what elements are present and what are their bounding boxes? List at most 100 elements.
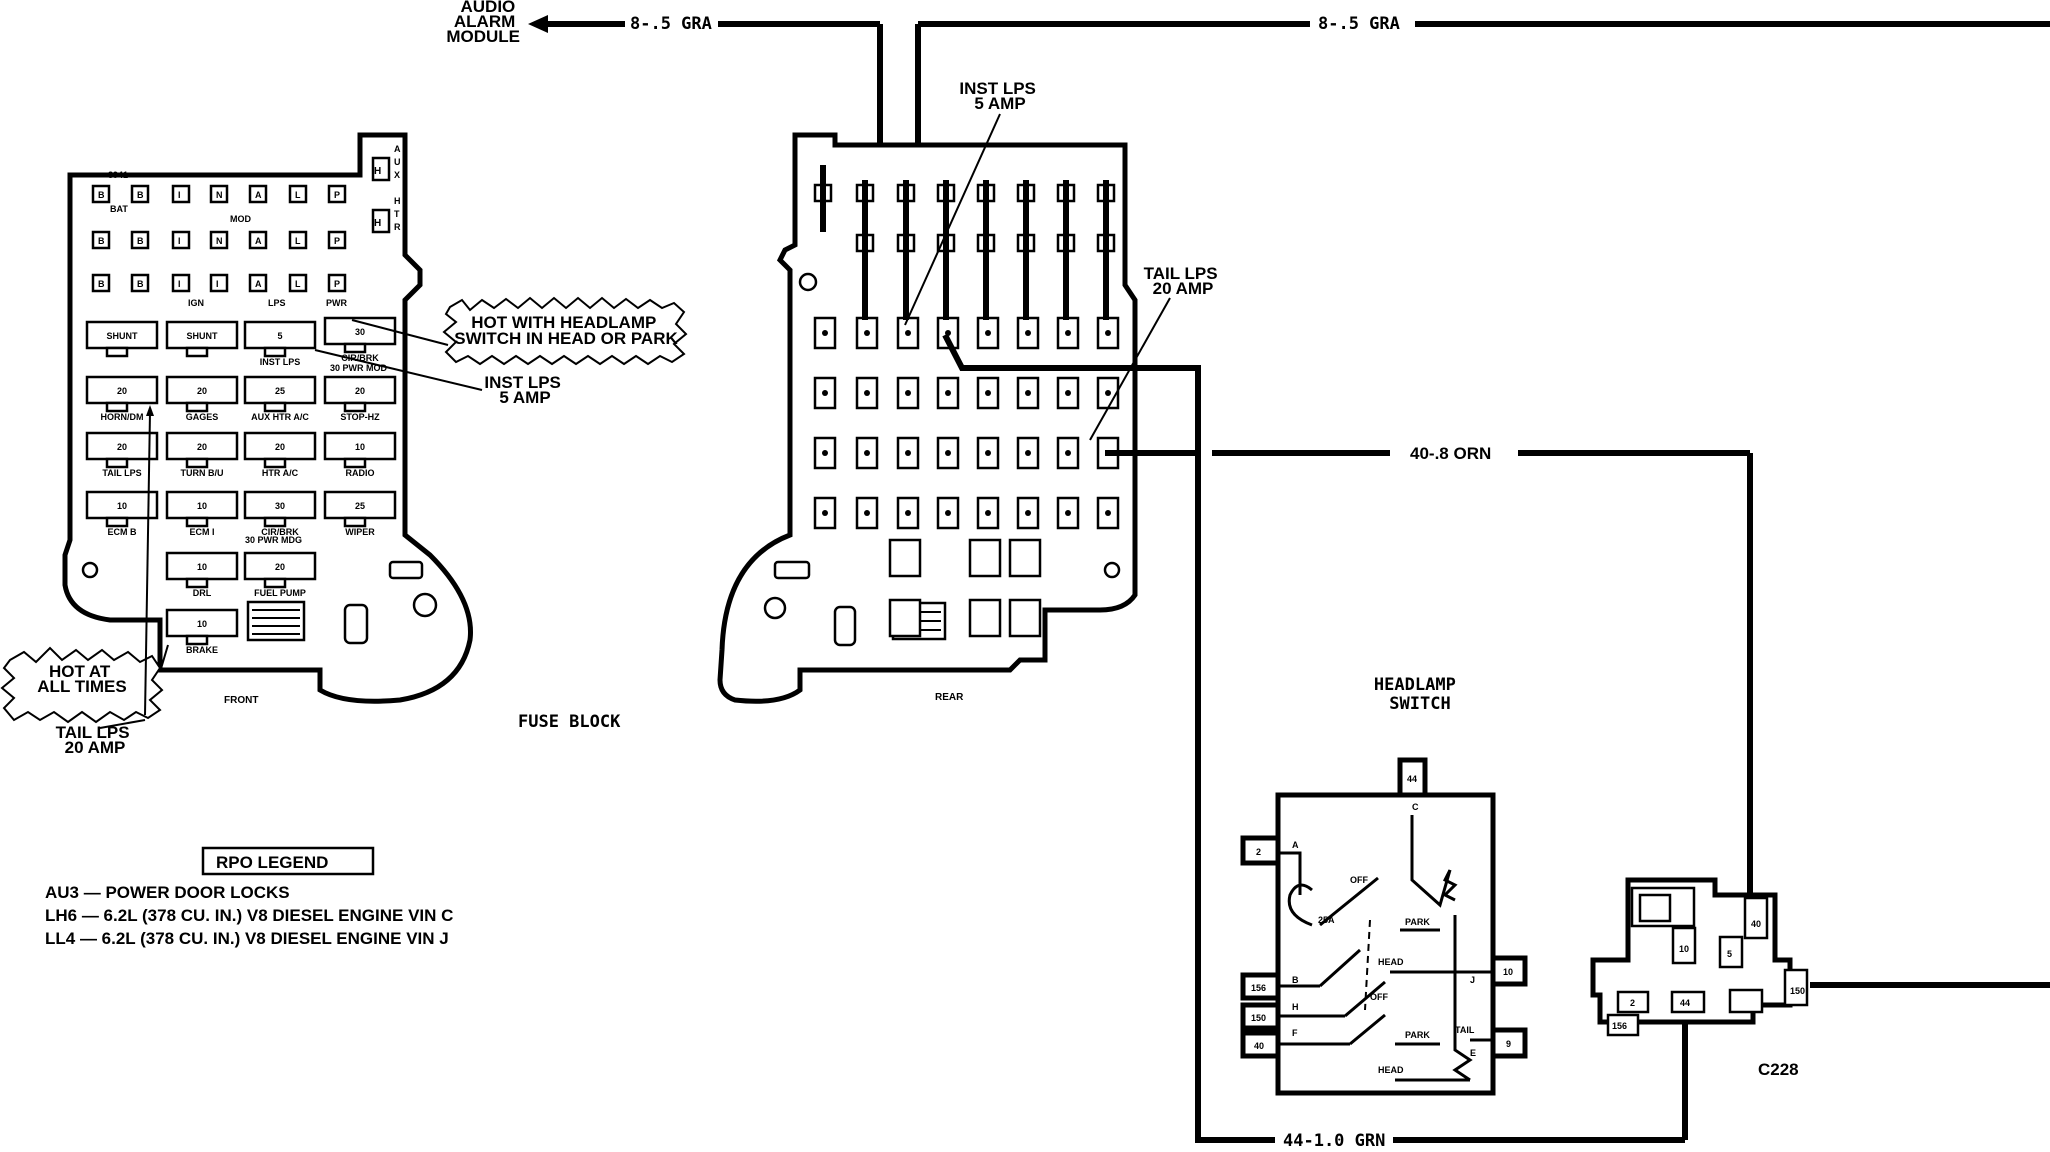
svg-text:HEAD: HEAD xyxy=(1378,1065,1404,1075)
fuse-label: AUX HTR A/C xyxy=(251,412,309,422)
svg-text:HEAD: HEAD xyxy=(1378,957,1404,967)
fuse: SHUNT xyxy=(85,320,159,358)
svg-text:X: X xyxy=(394,170,400,180)
callouts: INST LPS 5 AMP TAIL LPS 20 AMP HOT WITH … xyxy=(0,79,1223,757)
svg-text:C: C xyxy=(1412,802,1419,812)
svg-text:30 PWR MOD: 30 PWR MOD xyxy=(330,363,388,373)
svg-text:P: P xyxy=(334,236,340,246)
svg-text:A: A xyxy=(255,190,262,200)
svg-text:J: J xyxy=(1470,975,1475,985)
svg-text:9: 9 xyxy=(1506,1039,1511,1049)
svg-text:40: 40 xyxy=(1751,919,1761,929)
svg-text:I: I xyxy=(178,236,181,246)
fuse-rating: 20 xyxy=(275,442,285,452)
svg-text:10: 10 xyxy=(1679,944,1689,954)
svg-text:8941: 8941 xyxy=(108,170,128,180)
fuse-label: WIPER xyxy=(345,527,375,537)
svg-text:HOT WITH HEADLAMP SWITCH: HOT WITH HEADLAMP SWITCH IN HEAD OR PARK xyxy=(454,313,678,348)
legend-item: LL4 — 6.2L (378 CU. IN.) V8 DIESEL ENGIN… xyxy=(45,929,449,948)
small-fuse: A xyxy=(248,184,268,204)
svg-text:H: H xyxy=(394,196,401,206)
small-fuse: B xyxy=(91,230,111,250)
svg-text:B: B xyxy=(98,279,105,289)
svg-text:B: B xyxy=(137,236,144,246)
fuse-rating: SHUNT xyxy=(107,331,139,341)
small-fuse: I xyxy=(171,184,191,204)
connector-c228: 40 10 5 150 2 44 156 xyxy=(1590,877,1809,1037)
small-fuse: B xyxy=(130,230,150,250)
fuse-label: ECM B xyxy=(108,527,138,537)
svg-text:H: H xyxy=(374,166,381,177)
fuse-label: FUEL PUMP xyxy=(254,588,306,598)
svg-text:L: L xyxy=(295,236,301,246)
svg-text:A: A xyxy=(255,236,262,246)
svg-text:156: 156 xyxy=(1251,983,1266,993)
svg-text:R: R xyxy=(394,222,401,232)
svg-text:INST LPS 5 AMP: INST LPS 5 AMP xyxy=(484,373,565,407)
fuse-block-front: H H A U X H T R 8941 BAT MOD IGN LPS PWR… xyxy=(62,132,473,704)
small-fuse: A xyxy=(248,273,268,293)
fuse-rating: 30 xyxy=(355,327,365,337)
svg-text:TAIL LPS 20 AMP: TAIL LPS 20 AMP xyxy=(1144,264,1223,298)
top-wires xyxy=(528,15,2050,305)
fuse-rating: 20 xyxy=(197,442,207,452)
svg-text:TAIL: TAIL xyxy=(1455,1025,1475,1035)
legend-title: RPO LEGEND xyxy=(216,853,328,872)
fuse-rating: 10 xyxy=(117,501,127,511)
rear-label: REAR xyxy=(935,692,964,703)
fuse-label: STOP-HZ xyxy=(340,412,380,422)
svg-text:HOT AT ALL TIMES: HOT AT ALL TIMES xyxy=(37,662,126,696)
fuse-label: CIR/BRK xyxy=(261,527,299,537)
small-fuse: P xyxy=(327,230,347,250)
svg-text:30 PWR MDG: 30 PWR MDG xyxy=(245,535,302,545)
svg-text:N: N xyxy=(216,190,223,200)
small-fuse: N xyxy=(209,184,229,204)
fuse-rating: 5 xyxy=(277,331,282,341)
fuse-rating: 10 xyxy=(197,619,207,629)
audio-alarm-label: AUDIO ALARM MODULE xyxy=(446,0,520,46)
fuse-rating: 10 xyxy=(197,501,207,511)
fuse-label: INST LPS xyxy=(260,357,301,367)
wire-label-top-right: 8-.5 GRA xyxy=(1318,14,1400,34)
wire-label-orn: 40-.8 ORN xyxy=(1410,444,1491,463)
svg-text:L: L xyxy=(295,190,301,200)
headlamp-switch: 44 2 156 150 40 10 9 A B C E F H J OFF P… xyxy=(1240,757,1528,1096)
svg-text:TAIL LPS 20 AMP: TAIL LPS 20 AMP xyxy=(56,723,135,757)
svg-text:40: 40 xyxy=(1254,1041,1264,1051)
small-fuse: P xyxy=(327,273,347,293)
fuse-label: DRL xyxy=(193,588,212,598)
headlamp-switch-title: HEADLAMP SWITCH xyxy=(1374,675,1466,714)
fuse-rating: 20 xyxy=(117,386,127,396)
fuse-rating: 10 xyxy=(355,442,365,452)
svg-text:2: 2 xyxy=(1256,847,1261,857)
svg-text:U: U xyxy=(394,157,401,167)
fuse-label: BRAKE xyxy=(186,645,218,655)
svg-text:150: 150 xyxy=(1790,986,1805,996)
fuse-rating: 20 xyxy=(117,442,127,452)
fuse-rating: 20 xyxy=(197,386,207,396)
fuse-label: TURN B/U xyxy=(181,468,224,478)
fuse-label: CIR/BRK xyxy=(341,353,379,363)
small-fuse: L xyxy=(288,273,308,293)
small-fuse: I xyxy=(209,273,229,293)
svg-text:H: H xyxy=(374,218,381,229)
svg-text:150: 150 xyxy=(1251,1013,1266,1023)
svg-text:44: 44 xyxy=(1680,998,1690,1008)
wire-label-top-left: 8-.5 GRA xyxy=(630,14,712,34)
svg-text:PARK: PARK xyxy=(1405,917,1430,927)
svg-text:B: B xyxy=(137,190,144,200)
small-fuse: B xyxy=(91,273,111,293)
small-fuse: L xyxy=(288,230,308,250)
svg-text:B: B xyxy=(1292,975,1299,985)
svg-text:T: T xyxy=(394,209,400,219)
